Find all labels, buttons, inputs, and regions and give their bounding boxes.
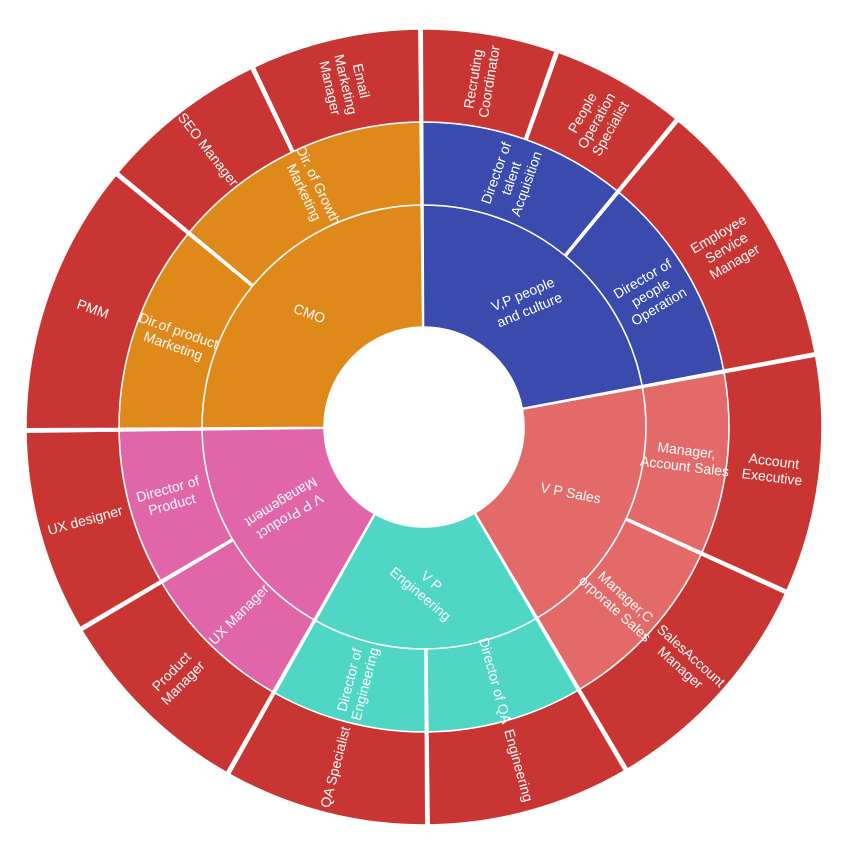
segment-employee-service-manager[interactable] [618, 120, 816, 371]
segment-people-operation-specialist[interactable] [526, 51, 677, 192]
segment-email-marketing-manager[interactable] [253, 28, 421, 152]
segment-recruiting-coordinator[interactable] [421, 28, 556, 140]
segment-account-executive[interactable] [701, 355, 823, 592]
segment-engineering-leaf[interactable] [427, 689, 626, 826]
sunburst-segments [25, 28, 823, 826]
segment-sales-account-manager[interactable] [579, 553, 787, 770]
label-email-marketing-manager: EmailMarketingManager [316, 49, 377, 120]
label-account-executive: AccountExecutive [741, 449, 805, 488]
segment-qa-specialist[interactable] [228, 692, 427, 826]
center-hole [325, 328, 523, 526]
segment-seo-manager[interactable] [117, 67, 293, 233]
segment-product-manager[interactable] [81, 582, 274, 774]
segment-ux-designer[interactable] [25, 430, 162, 629]
segment-pmm[interactable] [25, 174, 189, 430]
